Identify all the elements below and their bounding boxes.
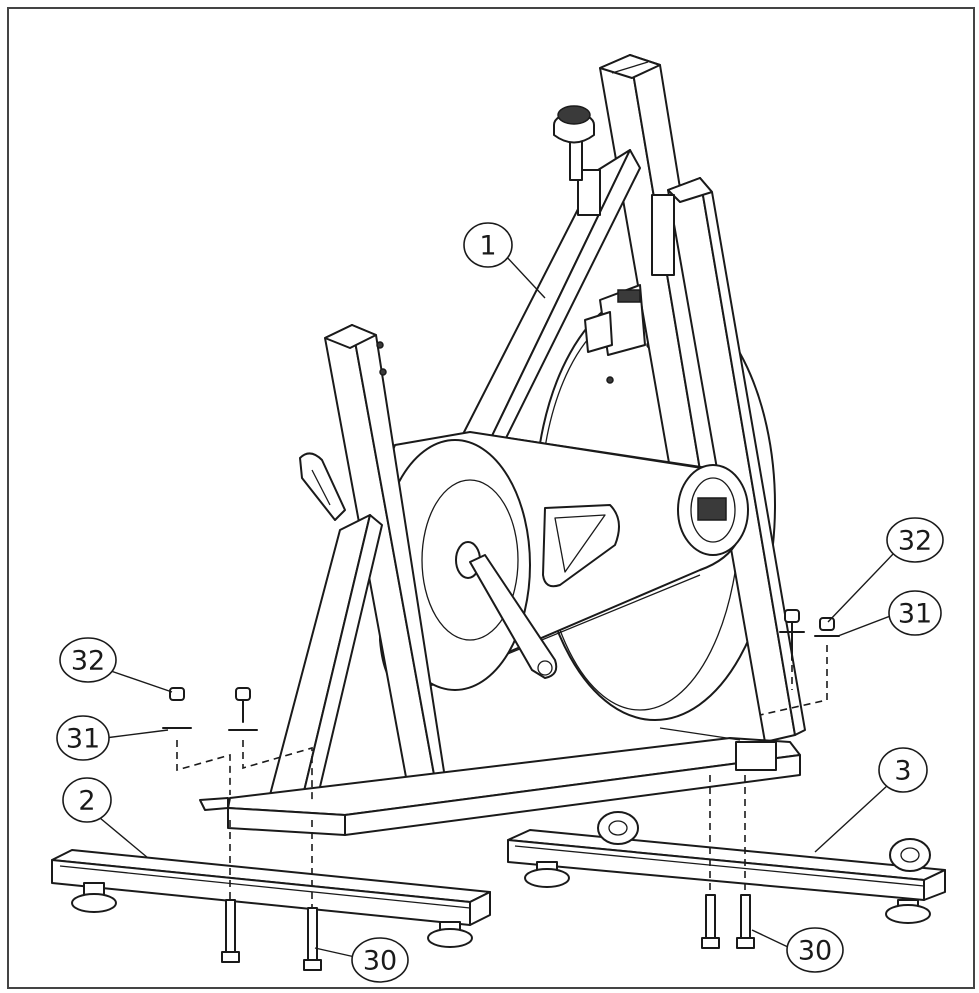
front-stabilizer [51,849,491,948]
rear-stabilizer [507,811,946,924]
callout-2-label: 2 [78,786,95,817]
transport-wheel-left [597,811,639,845]
bolt-left-1 [221,899,240,963]
callout-30-left: 30 [351,937,409,983]
leveling-foot-right [427,921,473,948]
callout-3-label: 3 [894,756,911,787]
callout-30-right-label: 30 [798,936,832,967]
callout-1-label: 1 [479,231,496,262]
callout-1: 1 [463,222,513,268]
callout-31-right: 31 [888,590,942,636]
callout-3: 3 [878,747,928,793]
cap-nut-left-2 [228,687,258,731]
callout-32-left: 32 [59,637,117,683]
leader-lines [99,254,896,958]
callout-31-right-label: 31 [898,599,932,630]
base-rail [199,727,801,836]
callout-32-right-label: 32 [898,526,932,557]
transport-wheel-right [889,838,931,872]
callout-2: 2 [62,777,112,823]
bolt-left-2 [303,907,322,971]
fasteners [162,609,840,971]
adjustment-knob [553,105,595,144]
main-frame [199,54,806,836]
callout-30-left-label: 30 [363,946,397,977]
cap-nut-right-2 [814,617,840,637]
callout-31-left: 31 [56,715,110,761]
diagonal-support [265,514,383,811]
crank-arms [299,452,558,679]
bolt-right-1 [701,894,720,949]
callout-31-left-label: 31 [66,724,100,755]
diagram-border [7,7,975,989]
front-upright [324,324,446,789]
leveling-foot-left [71,882,117,913]
callout-30-right: 30 [786,927,844,973]
leveling-foot-rear-left [524,861,570,888]
callout-32-left-label: 32 [71,646,105,677]
bolt-right-2 [736,894,755,949]
brake-clamp [584,284,646,356]
callout-32-right: 32 [886,517,944,563]
handlebar-post [651,177,806,743]
leveling-foot-rear-right [885,899,931,924]
cap-nut-left [162,687,192,729]
cap-nut-right [779,609,805,661]
